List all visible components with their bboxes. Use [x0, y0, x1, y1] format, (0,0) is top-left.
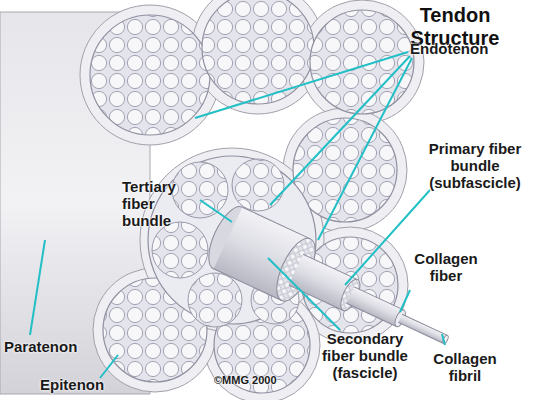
part-label: Paratenon [4, 338, 94, 355]
copyright-note: ©MMG 2000 [214, 374, 304, 387]
part-label: Collagen fiber [410, 250, 482, 284]
part-label: Endotenon [410, 40, 520, 57]
part-label: Secondary fiber bundle (fascicle) [310, 330, 420, 381]
part-label: Collagen fibril [430, 350, 500, 384]
part-label: Tertiary fiber bundle [122, 178, 200, 229]
part-label: Primary fiber bundle (subfascicle) [420, 140, 530, 191]
part-label: Epitenon [40, 376, 130, 393]
